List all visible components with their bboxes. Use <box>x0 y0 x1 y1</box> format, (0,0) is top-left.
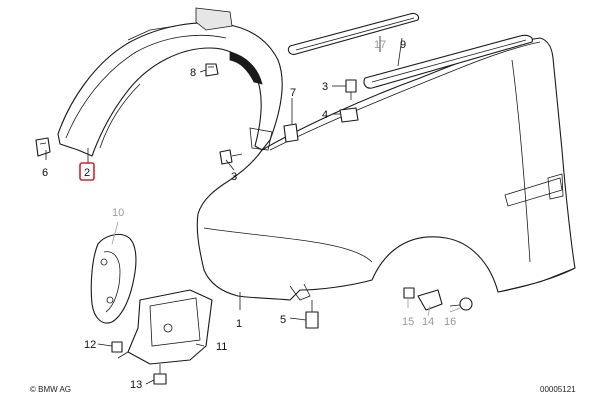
callout-labels: 1 2 3 3 4 5 6 7 8 9 10 11 12 13 14 15 16… <box>42 39 456 391</box>
screw-part-3-left[interactable] <box>219 149 243 165</box>
callout-10[interactable]: 10 <box>112 207 124 219</box>
seal-strip-part[interactable] <box>287 12 420 55</box>
wheel-arch-liner-part[interactable] <box>57 7 283 157</box>
bolt-part-13[interactable] <box>153 364 167 385</box>
callout-11[interactable]: 11 <box>216 341 227 353</box>
expanding-nut-part-8[interactable] <box>205 63 219 77</box>
selected-callout-highlight <box>79 162 95 181</box>
callout-7[interactable]: 7 <box>290 87 296 99</box>
callout-3-right[interactable]: 3 <box>322 81 328 93</box>
callout-6[interactable]: 6 <box>42 167 48 179</box>
callout-4[interactable]: 4 <box>322 109 328 121</box>
callout-17[interactable]: 17 <box>374 39 386 51</box>
splash-guard-part[interactable] <box>90 233 137 324</box>
callout-1[interactable]: 1 <box>236 318 242 330</box>
bracket-part-14[interactable] <box>417 289 443 311</box>
screw-part-16[interactable] <box>449 297 473 311</box>
front-fender-part[interactable] <box>196 37 576 301</box>
leader-lines <box>45 36 461 385</box>
callout-5[interactable]: 5 <box>280 314 286 326</box>
screw-part-5[interactable] <box>305 300 319 329</box>
callout-2-selected[interactable]: 2 <box>84 167 90 179</box>
nut-part-15[interactable] <box>403 287 415 299</box>
clip-part-12[interactable] <box>111 341 123 353</box>
callout-16[interactable]: 16 <box>444 316 456 328</box>
callout-13[interactable]: 13 <box>130 379 142 391</box>
side-moulding-strip-part[interactable] <box>363 34 533 89</box>
image-number-label: 00005121 <box>540 385 576 394</box>
copyright-label: © BMW AG <box>30 385 71 394</box>
callout-8[interactable]: 8 <box>190 67 196 79</box>
callout-3-left[interactable]: 3 <box>231 171 237 183</box>
clip-nut-part-4[interactable] <box>339 107 359 123</box>
callout-15[interactable]: 15 <box>402 316 414 328</box>
screw-part-3-right[interactable] <box>345 79 357 100</box>
callout-12[interactable]: 12 <box>84 339 96 351</box>
callout-14[interactable]: 14 <box>422 316 434 328</box>
underbody-shield-part[interactable] <box>117 289 213 365</box>
callout-9[interactable]: 9 <box>400 39 406 51</box>
bracket-part-7[interactable] <box>283 123 299 143</box>
clip-part-6[interactable] <box>35 137 51 157</box>
